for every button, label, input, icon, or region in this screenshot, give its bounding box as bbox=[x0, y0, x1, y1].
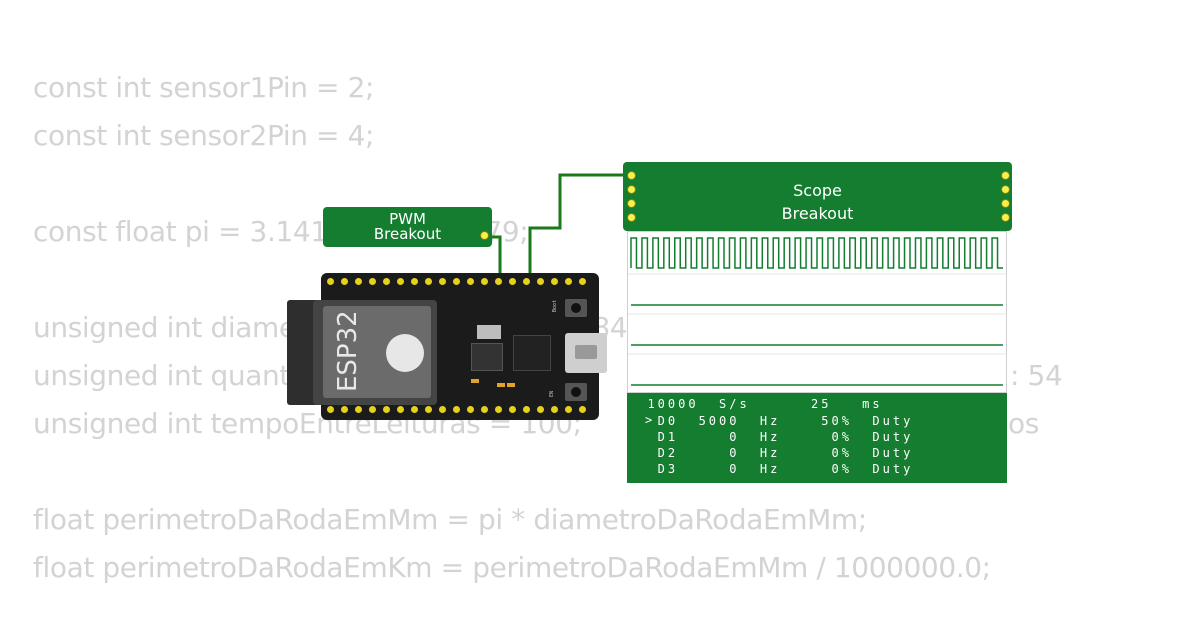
scope-pin-gnd3[interactable] bbox=[1001, 199, 1010, 208]
scope-subtitle: Breakout bbox=[781, 204, 854, 223]
en-label: EN bbox=[549, 390, 556, 398]
en-button[interactable] bbox=[565, 383, 587, 401]
micro-usb-port[interactable] bbox=[565, 333, 607, 373]
scope-row-d0[interactable]: D0 5000 Hz 50% Duty bbox=[627, 414, 914, 428]
scope-row-d2[interactable]: D2 0 Hz 0% Duty bbox=[627, 446, 914, 460]
usb-chip bbox=[513, 335, 551, 371]
esp32-pin[interactable] bbox=[579, 278, 586, 285]
boot-button[interactable] bbox=[565, 299, 587, 317]
trace-d0 bbox=[630, 237, 1003, 269]
espressif-logo-icon bbox=[386, 334, 424, 372]
led-1 bbox=[497, 383, 505, 387]
esp32-top-pin-row bbox=[327, 278, 593, 286]
esp32-pin[interactable] bbox=[425, 406, 432, 413]
esp32-pin[interactable] bbox=[565, 278, 572, 285]
esp32-pin[interactable] bbox=[495, 406, 502, 413]
esp32-pin[interactable] bbox=[369, 278, 376, 285]
scope-pin-d0[interactable] bbox=[627, 171, 636, 180]
scope-traces bbox=[628, 237, 1006, 386]
esp32-pin[interactable] bbox=[327, 406, 334, 413]
esp32-label: ESP32 bbox=[333, 310, 363, 392]
esp32-board[interactable]: Boot EN bbox=[321, 273, 607, 420]
scope-pin-d2[interactable] bbox=[627, 199, 636, 208]
code-line-2: const int sensor2Pin = 4; bbox=[33, 119, 375, 152]
scope-pin-d1[interactable] bbox=[627, 185, 636, 194]
esp32-pin[interactable] bbox=[523, 278, 530, 285]
pwm-title: PWM bbox=[389, 210, 426, 228]
scope-pin-gnd2[interactable] bbox=[1001, 185, 1010, 194]
esp32-pin[interactable] bbox=[537, 406, 544, 413]
esp32-pin[interactable] bbox=[439, 278, 446, 285]
esp32-pin[interactable] bbox=[565, 406, 572, 413]
scope-breakout-header[interactable]: Scope Breakout bbox=[623, 162, 1012, 231]
code-partial-right-1: : 54 bbox=[1010, 359, 1063, 392]
led-2 bbox=[507, 383, 515, 387]
ldo-chip bbox=[471, 343, 503, 371]
pwm-breakout[interactable]: PWM Breakout bbox=[323, 207, 492, 247]
esp32-pin[interactable] bbox=[355, 278, 362, 285]
esp32-pin[interactable] bbox=[551, 278, 558, 285]
esp32-pin[interactable] bbox=[453, 278, 460, 285]
esp32-pin[interactable] bbox=[439, 406, 446, 413]
esp32-pin[interactable] bbox=[453, 406, 460, 413]
esp32-pin[interactable] bbox=[355, 406, 362, 413]
esp32-pin[interactable] bbox=[481, 278, 488, 285]
code-line-11: float perimetroDaRodaEmKm = perimetroDaR… bbox=[33, 551, 991, 584]
esp32-pin[interactable] bbox=[509, 406, 516, 413]
led-3 bbox=[471, 379, 479, 383]
esp32-pin[interactable] bbox=[341, 278, 348, 285]
esp32-pin[interactable] bbox=[467, 406, 474, 413]
boot-label: Boot bbox=[552, 299, 559, 313]
esp32-pin[interactable] bbox=[411, 406, 418, 413]
esp32-pin[interactable] bbox=[369, 406, 376, 413]
esp32-pin[interactable] bbox=[327, 278, 334, 285]
esp32-pin[interactable] bbox=[411, 278, 418, 285]
esp32-pin[interactable] bbox=[397, 406, 404, 413]
esp32-pin[interactable] bbox=[579, 406, 586, 413]
pwm-output-pin[interactable] bbox=[480, 231, 489, 240]
esp32-pin[interactable] bbox=[383, 278, 390, 285]
scope-title: Scope bbox=[793, 181, 842, 200]
wire-scope-to-esp[interactable] bbox=[528, 173, 630, 276]
esp32-pin[interactable] bbox=[509, 278, 516, 285]
code-partial-right-2: os bbox=[1008, 407, 1039, 440]
code-line-1: const int sensor1Pin = 2; bbox=[33, 71, 375, 104]
scope-row-d1[interactable]: D1 0 Hz 0% Duty bbox=[627, 430, 914, 444]
esp32-pin[interactable] bbox=[397, 278, 404, 285]
scope-row-samplerate: 10000 S/s 25 ms bbox=[627, 397, 883, 411]
esp32-pin[interactable] bbox=[523, 406, 530, 413]
scope-pin-gnd4[interactable] bbox=[1001, 213, 1010, 222]
scope-selected-marker: > bbox=[645, 413, 656, 427]
scope-pin-gnd1[interactable] bbox=[1001, 171, 1010, 180]
scope-screen bbox=[627, 231, 1007, 393]
code-line-10: float perimetroDaRodaEmMm = pi * diametr… bbox=[33, 503, 867, 536]
esp32-pin[interactable] bbox=[551, 406, 558, 413]
esp32-pin[interactable] bbox=[537, 278, 544, 285]
esp32-bottom-pin-row bbox=[327, 406, 593, 414]
esp32-pin[interactable] bbox=[425, 278, 432, 285]
voltage-regulator bbox=[477, 325, 501, 339]
esp32-pin[interactable] bbox=[341, 406, 348, 413]
scope-row-d3[interactable]: D3 0 Hz 0% Duty bbox=[627, 462, 914, 476]
esp32-pin[interactable] bbox=[383, 406, 390, 413]
esp32-pin[interactable] bbox=[481, 406, 488, 413]
scope-status-panel: 10000 S/s 25 ms D0 5000 Hz 50% Duty > D1… bbox=[627, 393, 1007, 483]
esp32-pin[interactable] bbox=[495, 278, 502, 285]
scope-pin-d3[interactable] bbox=[627, 213, 636, 222]
esp32-pin[interactable] bbox=[467, 278, 474, 285]
pwm-subtitle: Breakout bbox=[373, 225, 442, 243]
